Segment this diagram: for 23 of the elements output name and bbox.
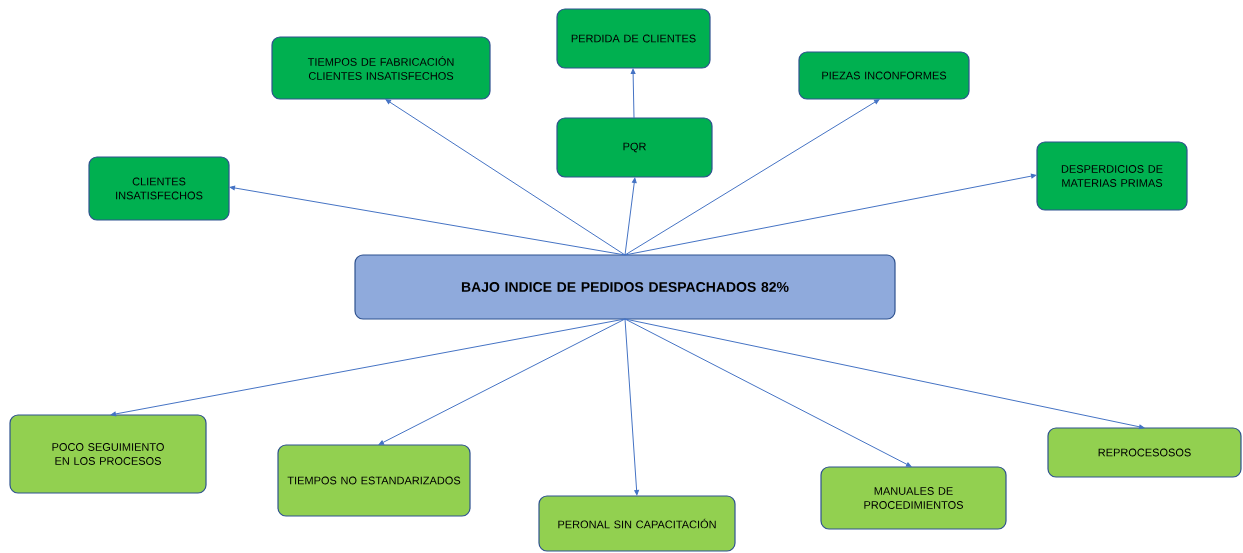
arrow [229, 185, 626, 256]
cause-box: MANUALES DE PROCEDIMIENTOS [820, 466, 1007, 530]
effect-box: PERDIDA DE CLIENTES [556, 8, 711, 69]
arrow [110, 318, 626, 417]
effect-box: PQR [556, 117, 713, 178]
main-problem-box: BAJO INDICE DE PEDIDOS DESPACHADOS 82% [354, 254, 896, 320]
effect-box: PIEZAS INCONFORMES [798, 51, 970, 100]
arrow [378, 318, 626, 445]
arrow [624, 99, 880, 256]
cause-box: POCO SEGUIMIENTO EN LOS PROCESOS [9, 414, 207, 494]
arrow [385, 99, 626, 256]
arrow [630, 68, 636, 119]
cause-box: PERONAL SIN CAPACITACIÓN [538, 495, 736, 552]
arrow [624, 318, 912, 467]
arrow [624, 318, 639, 496]
cause-box: TIEMPOS NO ESTANDARIZADOS [277, 444, 471, 517]
effect-box: CLIENTES INSATISFECHOS [88, 156, 230, 221]
arrow [624, 173, 1037, 256]
effect-box: DESPERDICIOS DE MATERIAS PRIMAS [1036, 141, 1188, 211]
effect-box: TIEMPOS DE FABRICACIÓN CLIENTES INSATISFECHOS [271, 36, 491, 100]
arrow [624, 318, 1145, 430]
cause-box: REPROCESOSOS [1047, 427, 1242, 478]
arrow [624, 177, 637, 256]
